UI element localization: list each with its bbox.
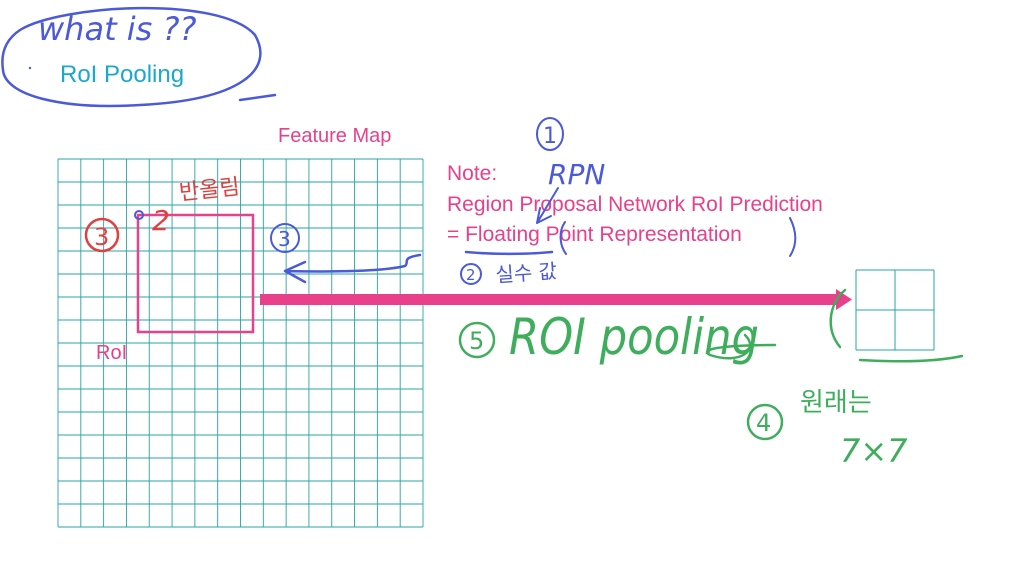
pooling-marker-circle	[458, 321, 496, 359]
roi-box	[136, 213, 255, 334]
title-bubble: what is ?? RoI Pooling	[1, 6, 277, 108]
paren-open	[559, 221, 567, 255]
pooling-annotation: 5 ROI pooling	[458, 308, 777, 366]
rpn-marker: 1	[543, 124, 557, 149]
note-line-1: Region Proposal Network RoI Prediction	[447, 193, 823, 216]
title-handwritten: what is ??	[38, 10, 197, 48]
original-marker-circle	[746, 403, 784, 441]
original-size-annotation: 4 원래는 7×7	[746, 388, 908, 470]
roi-red-annotations: 3 2 반올림	[84, 175, 241, 253]
output-grid-bracket	[829, 288, 847, 349]
note-heading: Note:	[447, 162, 497, 185]
real-value-text: 실수 값	[495, 259, 558, 287]
original-text: 원래는	[800, 388, 872, 418]
original-marker: 4	[756, 409, 771, 437]
rpn-text: RPN	[548, 158, 605, 191]
pink-arrow-shaft	[260, 294, 838, 305]
note-line-2: = Floating Point Representation	[447, 223, 742, 246]
roi-marker-top-left: 2	[152, 204, 170, 237]
feature-map-label: Feature Map	[278, 125, 391, 147]
blue-arrow-group: 3	[270, 223, 422, 284]
original-size: 7×7	[840, 432, 908, 470]
rpn-arrow	[536, 187, 559, 224]
roi-marker-right: 3	[278, 227, 291, 251]
paren-close	[789, 217, 797, 257]
real-value-marker: 2	[466, 266, 476, 284]
rpn-marker-circle	[536, 117, 564, 151]
pink-arrow	[260, 289, 852, 310]
roi-marker-left: 3	[94, 223, 109, 251]
rounding-note: 반올림	[178, 175, 241, 206]
floating-underline	[464, 250, 554, 256]
title-bubble-outline	[1, 6, 277, 108]
blue-arrow	[283, 253, 422, 284]
roi-marker-circle-left	[84, 217, 120, 253]
output-grid-underline	[858, 354, 964, 363]
rpn-annotation: 1 RPN 2 실수 값	[460, 117, 797, 287]
output-grid	[855, 269, 935, 351]
real-value-marker-circle	[460, 263, 482, 285]
stray-dot	[28, 66, 32, 70]
roi-label: RoI	[96, 342, 127, 364]
feature-map-grid	[57, 158, 424, 528]
note-block: Note: Region Proposal Network RoI Predic…	[447, 162, 823, 246]
output-grid-group	[829, 269, 964, 363]
title-subtitle: RoI Pooling	[60, 61, 184, 88]
roi-marker-circle-right	[270, 223, 300, 253]
pooling-g-tail	[705, 333, 777, 360]
roi-corner-dot	[134, 210, 144, 220]
pooling-marker: 5	[469, 327, 484, 355]
